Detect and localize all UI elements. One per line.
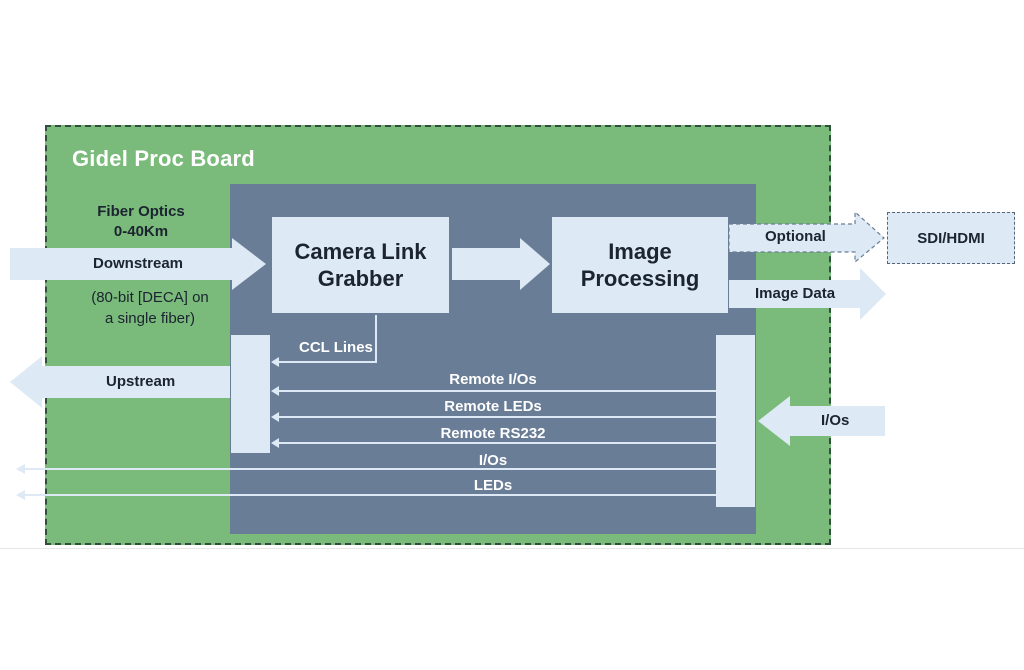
image-processing-block: Image Processing xyxy=(552,217,728,313)
ccl-lines-arrowhead xyxy=(271,357,279,367)
right-io-bar xyxy=(716,335,755,507)
downstream-label: Downstream xyxy=(93,255,184,272)
signal-arrowhead-remote-leds xyxy=(271,412,279,422)
board-title: Gidel Proc Board xyxy=(72,146,255,171)
grabber-label-line-1: Camera Link xyxy=(294,239,427,264)
left-io-bar xyxy=(231,335,270,453)
fiber-optics-line-1: Fiber Optics xyxy=(97,203,185,220)
ios-input-label: I/Os xyxy=(821,412,850,429)
processing-label-line-2: Processing xyxy=(580,266,700,291)
bottom-divider xyxy=(0,548,1024,549)
upstream-label: Upstream xyxy=(106,373,176,390)
signal-label-remote-ios: Remote I/Os xyxy=(449,371,537,388)
grabber-label-line-2: Grabber xyxy=(317,266,404,291)
signal-arrowhead-leds xyxy=(16,490,25,500)
downstream-arrow xyxy=(10,238,266,290)
camera-link-grabber-block: Camera Link Grabber xyxy=(272,217,449,313)
processing-label-line-1: Image xyxy=(608,239,672,264)
optional-label: Optional xyxy=(765,228,826,245)
signal-arrowhead-ios xyxy=(16,464,25,474)
upstream-arrow xyxy=(10,356,230,408)
signal-arrowhead-remote-rs232 xyxy=(271,438,279,448)
signal-label-leds: LEDs xyxy=(473,477,513,494)
ccl-lines-connector xyxy=(276,315,377,363)
signal-label-ios: I/Os xyxy=(478,452,508,469)
deca-note-line-2: a single fiber) xyxy=(104,310,196,327)
ccl-lines-label: CCL Lines xyxy=(299,339,373,356)
fiber-optics-line-2: 0-40Km xyxy=(113,223,169,240)
signal-arrowhead-remote-ios xyxy=(271,386,279,396)
ios-input-arrow xyxy=(758,396,885,446)
signal-label-remote-rs232: Remote RS232 xyxy=(440,425,546,442)
image-data-arrow xyxy=(729,268,886,320)
signal-label-remote-leds: Remote LEDs xyxy=(444,398,542,415)
image-data-label: Image Data xyxy=(755,285,836,302)
sdi-hdmi-block: SDI/HDMI xyxy=(887,212,1015,264)
grabber-to-processing-arrow xyxy=(452,238,550,290)
deca-note: (80-bit [DECA] on a single fiber) xyxy=(80,287,220,329)
optional-arrow xyxy=(728,210,885,264)
fiber-optics-label: Fiber Optics 0-40Km xyxy=(86,202,196,242)
deca-note-line-1: (80-bit [DECA] on xyxy=(91,289,209,306)
